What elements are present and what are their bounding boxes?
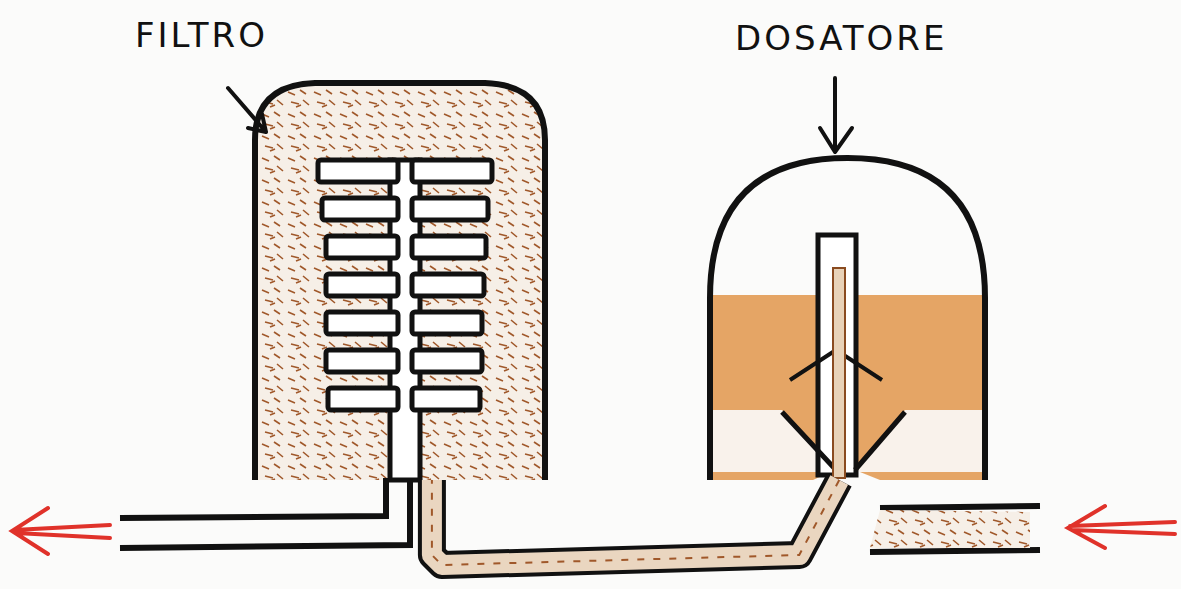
doser-tube bbox=[833, 268, 845, 478]
part-label: FILTRO bbox=[135, 15, 268, 55]
flow-arrow bbox=[12, 508, 110, 554]
leader-arrow bbox=[820, 78, 852, 152]
connecting-pipe bbox=[432, 480, 839, 565]
vessel-outline bbox=[255, 83, 545, 480]
vessel-outline bbox=[710, 158, 985, 480]
inlet-pipe bbox=[870, 506, 1040, 552]
filter-vessel: FILTRO bbox=[255, 83, 545, 480]
vessel-outline-path bbox=[255, 83, 545, 480]
pipe-sediment bbox=[432, 480, 839, 565]
filter-media bbox=[255, 83, 545, 480]
filter-cartridge bbox=[318, 160, 492, 480]
outlet-pipe bbox=[120, 478, 410, 548]
inlet-flow bbox=[870, 510, 1030, 548]
flow-arrow bbox=[1068, 506, 1175, 548]
pipe-flow bbox=[432, 480, 839, 565]
doser-vessel: DOSATORE bbox=[710, 158, 985, 480]
pipe-wall bbox=[432, 480, 839, 565]
part-label: DOSATORE bbox=[735, 18, 947, 58]
vessel-outline-path bbox=[710, 158, 985, 480]
